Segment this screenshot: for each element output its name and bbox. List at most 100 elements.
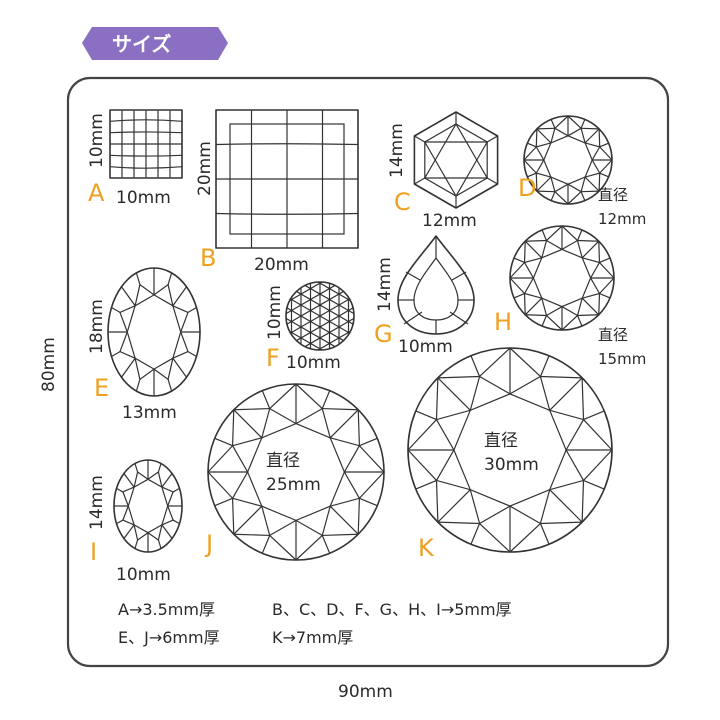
- gem-k-facet: [583, 419, 613, 451]
- gem-j-facet: [214, 437, 233, 447]
- gem-d-facet: [536, 190, 555, 193]
- gem-d-facet: [599, 159, 613, 174]
- gem-g: 10mm 14mm G: [374, 235, 475, 357]
- gem-a-facet-hline: [109, 119, 183, 122]
- gem-d-facet: [599, 142, 609, 148]
- gem-j-facet: [329, 409, 359, 439]
- gem-k-facet: [583, 449, 613, 481]
- gem-h-facet: [581, 297, 600, 316]
- gem-f-facet: [317, 330, 351, 351]
- gem-i-height: 14mm: [87, 475, 107, 530]
- gem-a-facet-hline: [109, 131, 183, 134]
- gem-h-facet: [599, 292, 611, 299]
- mold-outline: [66, 76, 670, 668]
- gem-e-facet: [172, 357, 188, 378]
- gem-h-facet: [546, 315, 563, 331]
- size-badge: サイズ: [82, 27, 228, 60]
- gem-b-letter: B: [200, 244, 216, 272]
- gem-j-diameter-prefix: 直径: [266, 451, 300, 471]
- gem-j-facet: [321, 390, 331, 409]
- gem-e-facet: [120, 286, 136, 307]
- gem-k-facet: [583, 410, 605, 421]
- gem-d-facet: [598, 173, 601, 192]
- mold-height-label: 80mm: [39, 337, 59, 392]
- gem-k-facet: [470, 355, 481, 377]
- gem-j-facet: [295, 534, 323, 561]
- gem-d-facet: [584, 128, 600, 144]
- gem-d-diameter: 12mm: [598, 210, 646, 228]
- gem-e-facet: [187, 306, 197, 313]
- gem-d-letter: D: [518, 174, 536, 202]
- gem-d-facet: [523, 146, 537, 161]
- gem-f-outline: [285, 281, 355, 351]
- gem-j-facet: [269, 534, 297, 561]
- gem-c-outline: [413, 111, 499, 209]
- gem-k-facet: [470, 523, 481, 545]
- gem-c-facet: [486, 177, 498, 185]
- gem-k-facet: [581, 377, 585, 420]
- gem-d-diameter-prefix: 直径: [598, 186, 628, 204]
- gem-k-diameter: 30mm: [484, 455, 539, 475]
- gem-i-facet: [123, 473, 135, 488]
- gem-e-height: 18mm: [87, 299, 107, 354]
- gem-j-facet: [207, 471, 234, 499]
- gem-c-star: [423, 141, 489, 198]
- note-line1-left: A→3.5mm厚: [118, 600, 215, 619]
- gem-k-facet: [549, 377, 583, 411]
- gem-j-diameter: 25mm: [266, 475, 321, 495]
- gem-c-facet: [414, 135, 426, 143]
- gem-e-facet: [172, 286, 188, 307]
- gem-e-facet: [187, 351, 197, 358]
- gem-j-facet: [269, 383, 297, 410]
- gem-c-crown: [424, 123, 488, 197]
- gem-j-facet: [233, 533, 270, 537]
- gem-h-facet: [523, 241, 526, 263]
- gem-d-facet: [536, 127, 555, 130]
- gem-d-facet: [581, 190, 600, 193]
- gem-h: H 直径 15mm: [494, 225, 646, 368]
- gem-h-facet: [546, 225, 563, 241]
- gem-f-facet: [296, 290, 354, 325]
- gem-e-facet: [135, 272, 141, 285]
- gem-k-facet: [549, 489, 583, 523]
- badge-shape: [82, 27, 228, 60]
- gem-e-outline: [107, 267, 201, 397]
- gem-c-facet: [414, 177, 426, 185]
- gem-k-facet: [435, 377, 439, 420]
- gem-j-letter: J: [204, 530, 213, 558]
- gem-e-facet: [167, 272, 173, 285]
- gem-k-facet: [407, 419, 437, 451]
- gem-k-facet: [437, 377, 471, 411]
- gem-d-facet: [598, 128, 601, 147]
- gem-h-facet: [525, 314, 547, 317]
- gem-j-facet: [357, 498, 361, 535]
- gem-h-facet: [581, 240, 600, 259]
- gem-j-facet: [231, 498, 235, 535]
- gem-d-facet: [599, 172, 609, 178]
- gem-g-width: 10mm: [398, 337, 453, 357]
- gem-a-width: 10mm: [116, 188, 171, 208]
- gem-j-facet: [358, 445, 385, 473]
- gem-b: 20mm 20mm B: [195, 109, 359, 275]
- gem-j-facet: [357, 409, 361, 446]
- gem-j-facet: [233, 505, 263, 535]
- mold-width-label: 90mm: [338, 682, 393, 702]
- gem-g-facet: [451, 271, 467, 281]
- gem-f-height: 10mm: [265, 285, 285, 340]
- gem-g-facet: [403, 311, 423, 325]
- gem-f-facet: [296, 307, 354, 342]
- gem-f-facet: [286, 307, 344, 342]
- gem-h-facet: [599, 262, 615, 279]
- note-line2-right: K→7mm厚: [272, 628, 353, 647]
- gem-d-facet: [523, 159, 537, 174]
- gem-a-height: 10mm: [87, 113, 107, 168]
- gem-j-outline: [207, 383, 385, 561]
- gem-g-outline: [397, 235, 475, 335]
- gem-k-facet: [540, 521, 583, 525]
- gem-k-facet: [540, 375, 583, 379]
- gem-h-facet: [509, 262, 525, 279]
- gem-b-grid: [215, 110, 359, 248]
- gem-h-facet: [561, 225, 578, 241]
- gem-a-facet-hline: [109, 166, 183, 169]
